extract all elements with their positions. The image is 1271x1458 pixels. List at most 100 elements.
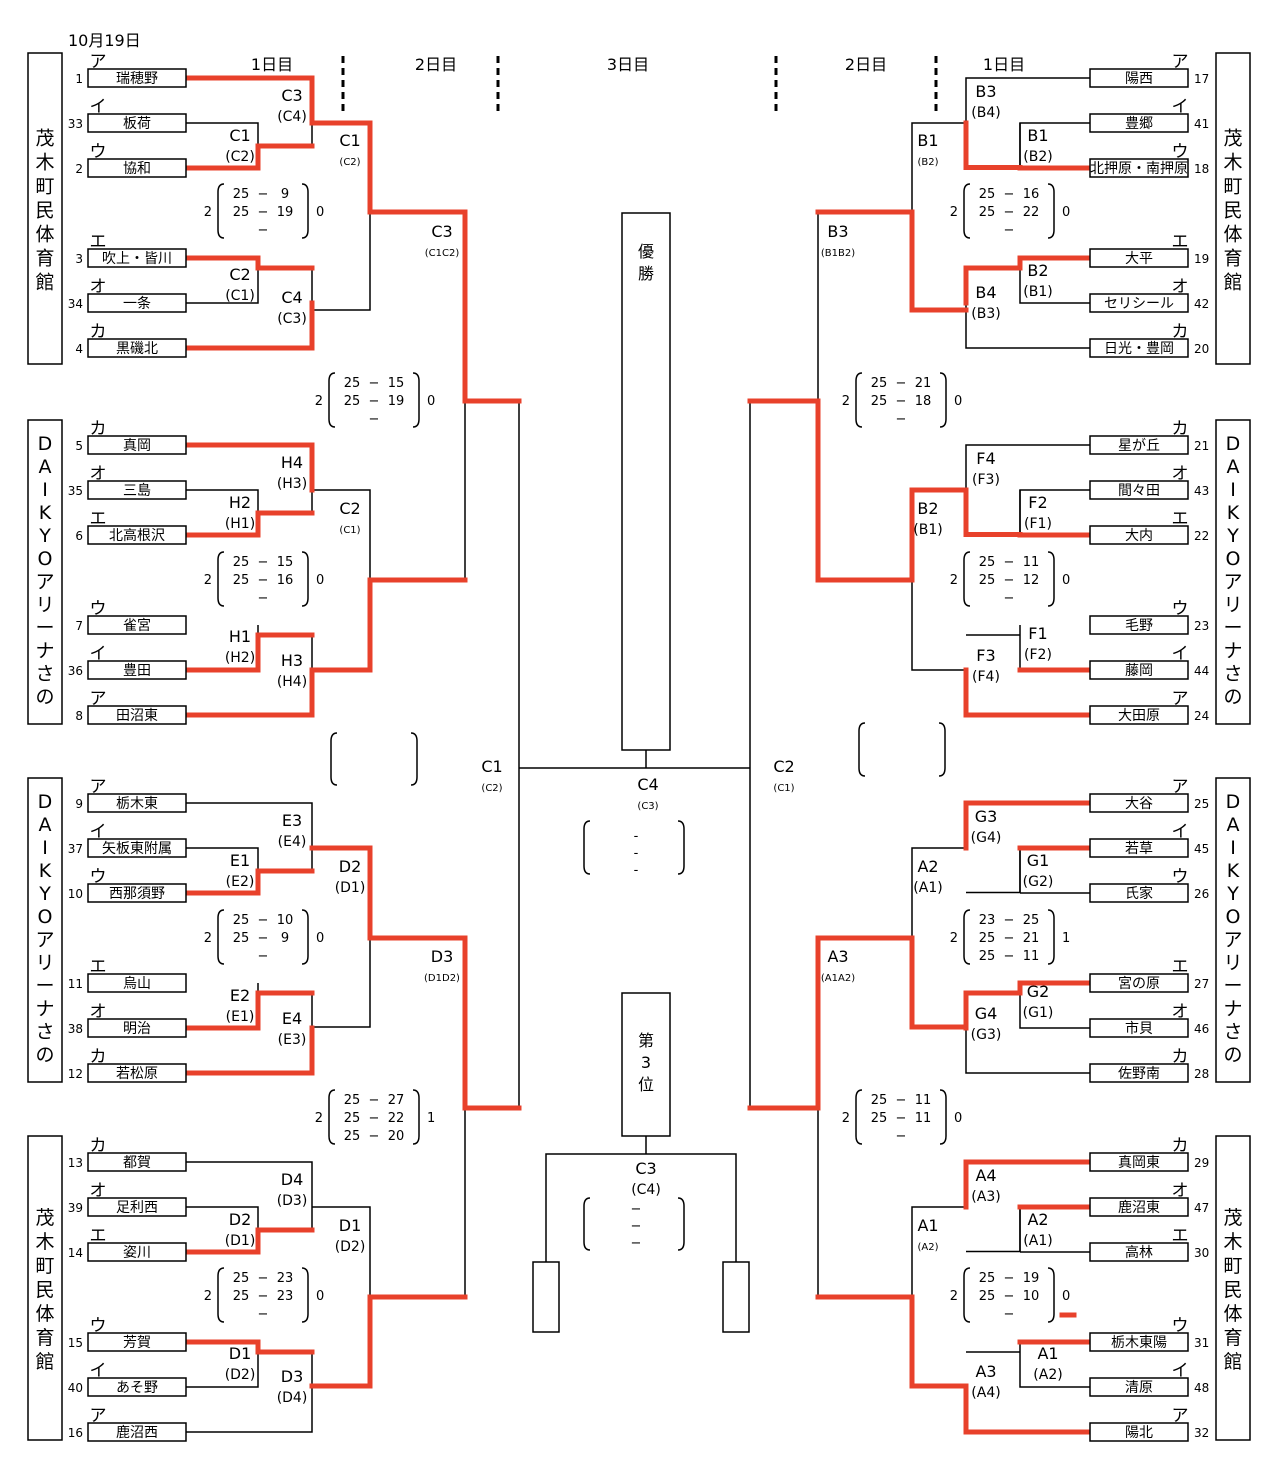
winner-line	[309, 1294, 468, 1389]
set-dash: −	[1004, 931, 1015, 946]
match-code: D2	[229, 1210, 252, 1229]
team-box	[87, 1063, 187, 1083]
match-code: F2	[1028, 493, 1047, 512]
team-box	[87, 1197, 187, 1217]
match-code: C4	[281, 288, 302, 307]
set-dash: −	[1004, 187, 1015, 202]
team-box	[1089, 615, 1189, 635]
set-score-away: 16	[277, 573, 294, 588]
set-dash: −	[258, 573, 269, 588]
court-code: (A1)	[913, 880, 942, 896]
winner-line	[183, 510, 315, 538]
match-code: A4	[975, 1166, 996, 1185]
sets-won: 2	[842, 1111, 850, 1126]
score-bracket-left	[963, 551, 971, 607]
seed-number: 16	[68, 1426, 83, 1440]
team-box	[1089, 793, 1189, 813]
sets-won: 2	[950, 573, 958, 588]
team-box	[1089, 705, 1189, 725]
bracket-line	[966, 1207, 1021, 1253]
team-box	[87, 338, 187, 358]
score-bracket-left	[217, 183, 225, 239]
match-code: A3	[975, 1362, 996, 1381]
set-dash: −	[369, 376, 380, 391]
team-box	[87, 1377, 187, 1397]
empty-set-dash: −	[631, 1219, 642, 1234]
team-box	[1089, 660, 1189, 680]
bracket-line	[965, 1028, 1090, 1074]
team-box	[87, 68, 187, 88]
set-score-away: 22	[1023, 205, 1040, 220]
set-score-away: 16	[1023, 187, 1040, 202]
team-name: 真岡東	[1118, 1155, 1160, 1171]
winner-line	[309, 845, 468, 941]
court-code: (F2)	[1024, 647, 1052, 663]
set-score-home: 25	[344, 1129, 361, 1144]
day-header: 2日目	[415, 55, 457, 74]
winner-line	[963, 800, 1093, 851]
team-name: 芳賀	[123, 1334, 151, 1351]
court-code: (C3)	[637, 801, 658, 812]
court-code: (A4)	[971, 1385, 1000, 1401]
group-letter: エ	[1172, 509, 1189, 529]
court-code: (B1B2)	[821, 248, 855, 259]
winner-line	[963, 667, 1093, 718]
set-score-home: 25	[979, 1271, 996, 1286]
team-box	[87, 158, 187, 178]
score-bracket-right	[939, 1089, 947, 1145]
set-score-home: 25	[979, 205, 996, 220]
court-code: (E2)	[226, 874, 255, 890]
set-dash: −	[258, 1289, 269, 1304]
team-box	[87, 615, 187, 635]
seed-number: 6	[75, 529, 83, 543]
match-code: H4	[281, 453, 303, 472]
set-dash: −	[369, 1093, 380, 1108]
set-dash: −	[369, 1111, 380, 1126]
match-code: G3	[975, 807, 998, 826]
group-letter: エ	[1172, 1226, 1189, 1246]
score-bracket-left	[963, 909, 971, 965]
venue-name: 茂木町民体育館	[1223, 1207, 1242, 1373]
winner-line	[963, 487, 1093, 538]
score-bracket-right	[410, 732, 418, 786]
day-header: 1日目	[251, 55, 293, 74]
third-place-box	[621, 992, 671, 1137]
team-name: 大谷	[1125, 796, 1153, 812]
team-name: 清原	[1125, 1380, 1153, 1396]
group-letter: ウ	[90, 142, 107, 162]
set-dash: −	[258, 1271, 269, 1286]
match-code: E2	[230, 986, 250, 1005]
court-code: (D3)	[277, 1193, 308, 1209]
match-code: C1	[229, 126, 250, 145]
team-name: 氏家	[1125, 885, 1153, 902]
team-box	[1089, 1332, 1189, 1352]
group-letter: オ	[90, 1181, 107, 1201]
sets-lost: 0	[316, 1289, 324, 1304]
seed-number: 32	[1194, 1426, 1209, 1440]
set-dash: −	[1004, 555, 1015, 570]
winner-line	[183, 255, 315, 271]
group-letter: カ	[90, 1136, 107, 1156]
team-box	[1089, 480, 1189, 500]
set-dash: −	[1004, 223, 1015, 238]
match-code: C3	[635, 1159, 656, 1178]
sets-lost: 0	[316, 931, 324, 946]
team-name: 板荷	[123, 116, 151, 132]
set-score-away: 21	[915, 376, 932, 391]
winner-line	[183, 990, 315, 1031]
match-code: C1	[481, 757, 502, 776]
group-letter: エ	[90, 957, 107, 977]
match-code: A3	[827, 947, 848, 966]
seed-number: 26	[1194, 887, 1209, 901]
set-score-away: 20	[388, 1129, 405, 1144]
team-name: 宮の原	[1118, 976, 1160, 992]
match-code: E1	[230, 851, 250, 870]
group-letter: イ	[1172, 1361, 1189, 1381]
team-name: 毛野	[1125, 618, 1153, 634]
court-code: (C2)	[339, 157, 360, 168]
group-letter: エ	[90, 1226, 107, 1246]
set-dash: −	[896, 1111, 907, 1126]
winner-line	[183, 75, 315, 126]
set-score-home: 25	[979, 555, 996, 570]
